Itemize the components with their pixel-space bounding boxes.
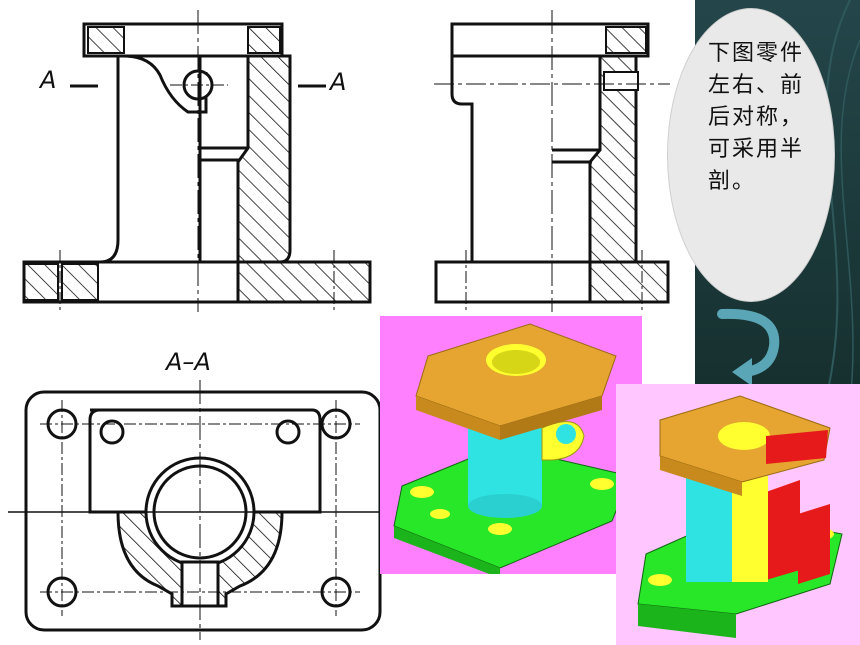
- model-cutaway-view: [616, 384, 860, 645]
- curved-down-arrow-icon: [717, 308, 780, 386]
- model-full-view: [380, 316, 642, 574]
- note-text: 下图零件左右、前后对称，可采用半剖。: [708, 41, 805, 194]
- note-bubble: [667, 8, 835, 302]
- section-marker-right: A: [330, 68, 347, 96]
- section-marker-left: A: [40, 66, 57, 94]
- top-section-view: [8, 380, 392, 640]
- engineering-drawing: [8, 10, 670, 640]
- section-view-title: A–A: [166, 348, 211, 376]
- front-view: [22, 10, 372, 312]
- side-view: [434, 10, 670, 312]
